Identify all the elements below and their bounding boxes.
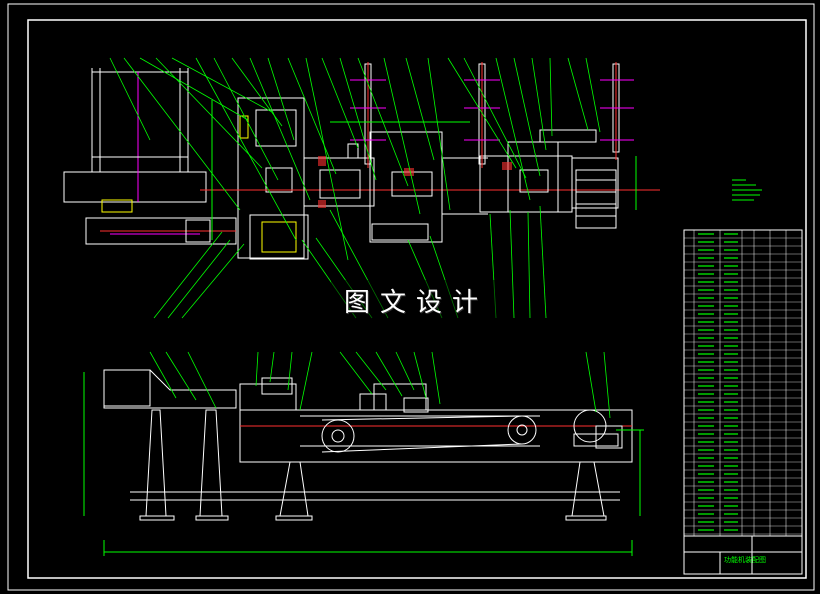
elevation-view xyxy=(83,369,644,556)
leader-lines-top xyxy=(109,57,601,319)
leader-lines-bottom xyxy=(149,351,611,419)
title-block xyxy=(683,229,803,575)
drawing-frame xyxy=(27,19,807,579)
plan-view xyxy=(63,62,660,260)
parts-list-rows xyxy=(684,233,802,535)
technical-notes xyxy=(732,179,762,201)
drawing-name: 功能机装配图 xyxy=(724,555,766,564)
sheet-border xyxy=(7,3,815,591)
watermark-text: 图文设计 xyxy=(331,280,501,320)
